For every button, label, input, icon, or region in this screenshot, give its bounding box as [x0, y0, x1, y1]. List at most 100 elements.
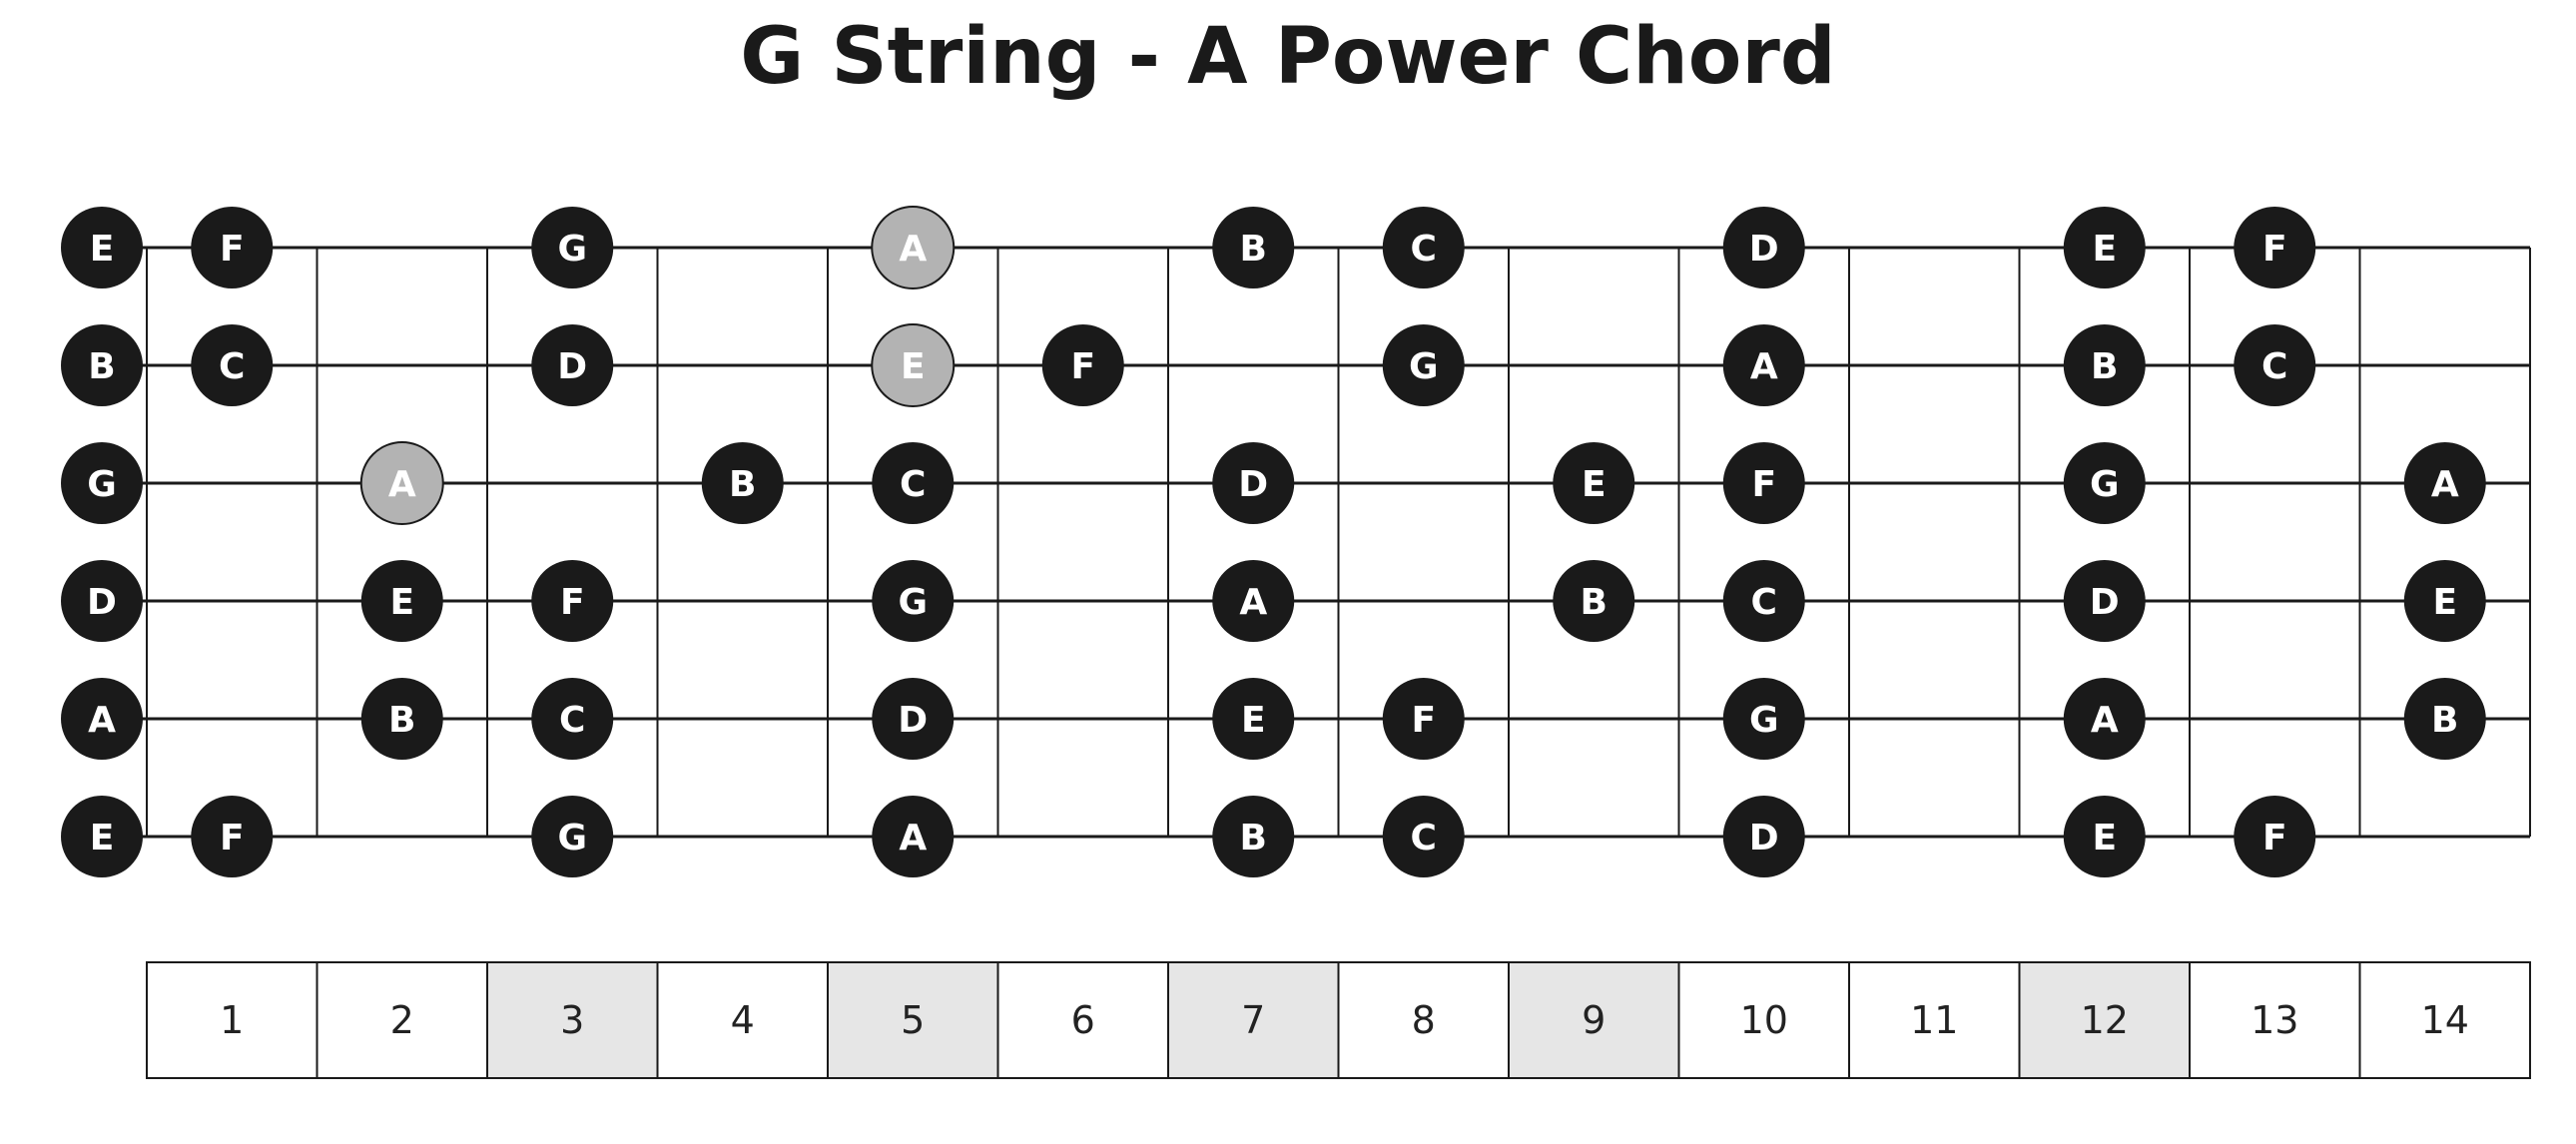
note-label: G [2090, 464, 2120, 505]
note-marker: D [2063, 560, 2146, 642]
fret-number: 7 [1241, 998, 1265, 1042]
note-label: G [1409, 346, 1439, 387]
note-marker: E [1212, 678, 1295, 760]
note-marker: G [1382, 324, 1465, 406]
note-label: E [2092, 818, 2117, 858]
note-label: A [1239, 582, 1267, 623]
note-label: B [388, 700, 415, 741]
fret-number: 3 [560, 998, 584, 1042]
note-dot [1722, 796, 1805, 877]
note-label: G [557, 818, 587, 858]
note-dot [1382, 678, 1465, 760]
note-label: D [1749, 229, 1779, 270]
note-marker: F [191, 207, 274, 288]
note-marker: B [1212, 796, 1295, 877]
fret-number: 5 [901, 998, 925, 1042]
note-label: E [1241, 700, 1266, 741]
note-marker: C [191, 324, 274, 406]
note-marker: G [872, 560, 955, 642]
note-dot [1553, 560, 1635, 642]
note-marker: B [701, 442, 784, 524]
note-label: A [899, 818, 927, 858]
note-label: F [2262, 818, 2287, 858]
note-label: E [1582, 464, 1607, 505]
note-dot [360, 560, 443, 642]
note-marker: G [1722, 678, 1805, 760]
note-marker: A [872, 796, 955, 877]
fret-number: 10 [1740, 998, 1788, 1042]
note-dot [1041, 324, 1124, 406]
note-dot [1722, 678, 1805, 760]
note-dot [2234, 324, 2316, 406]
fret-number: 2 [390, 998, 414, 1042]
note-dot [191, 324, 274, 406]
fret-number: 11 [1910, 998, 1958, 1042]
note-marker: A [61, 678, 143, 760]
note-marker: A [1212, 560, 1295, 642]
note-dot [2063, 442, 2146, 524]
note-marker: E [360, 560, 443, 642]
note-label: F [220, 229, 245, 270]
fret-number-cell [2358, 961, 2531, 1079]
note-dot [61, 560, 143, 642]
note-dot [2063, 678, 2146, 760]
note-marker: A [2403, 442, 2486, 524]
note-dot [2403, 678, 2486, 760]
note-label: A [2431, 464, 2459, 505]
note-label: B [729, 464, 756, 505]
note-label: C [1411, 229, 1437, 270]
note-marker: F [2234, 796, 2316, 877]
note-marker: B [2063, 324, 2146, 406]
diagram-title: G String - A Power Chord [740, 12, 1836, 102]
note-dot [871, 323, 956, 407]
fret-number-cell [996, 961, 1169, 1079]
fret-number-cell [486, 961, 659, 1079]
note-label: E [389, 582, 414, 623]
note-marker: G [2063, 442, 2146, 524]
note-marker: B [61, 324, 143, 406]
note-label: A [899, 229, 927, 270]
note-dot [2063, 207, 2146, 288]
fret-number-cell [656, 961, 829, 1079]
note-marker: F [191, 796, 274, 877]
fret-number-cell [1508, 961, 1680, 1079]
note-label: F [1070, 346, 1095, 387]
note-marker: G [531, 207, 614, 288]
note-marker: C [872, 442, 955, 524]
note-dot [531, 678, 614, 760]
note-marker: B [2403, 678, 2486, 760]
fret-number-cell [1167, 961, 1340, 1079]
fret-number: 9 [1582, 998, 1606, 1042]
note-label: C [1411, 818, 1437, 858]
note-dot [2234, 796, 2316, 877]
note-dot [531, 796, 614, 877]
note-marker: F [1722, 442, 1805, 524]
note-dot [871, 206, 956, 289]
note-label: C [900, 464, 926, 505]
note-marker: E [61, 796, 143, 877]
note-label: C [219, 346, 245, 387]
note-dot [2063, 796, 2146, 877]
note-dot [2403, 560, 2486, 642]
note-label: A [2091, 700, 2119, 741]
note-marker: E [61, 207, 143, 288]
fret-number: 13 [2251, 998, 2298, 1042]
note-marker: B [1553, 560, 1635, 642]
note-marker: E [2403, 560, 2486, 642]
note-dot [1722, 442, 1805, 524]
chord-note-marker: A [359, 441, 444, 525]
note-marker: D [1212, 442, 1295, 524]
note-marker: C [1722, 560, 1805, 642]
note-dot [1382, 796, 1465, 877]
note-label: D [1749, 818, 1779, 858]
note-dot [2063, 324, 2146, 406]
note-marker: D [872, 678, 955, 760]
note-marker: C [1382, 796, 1465, 877]
fret-number: 4 [731, 998, 755, 1042]
note-dot [360, 678, 443, 760]
fret-number-cell [2018, 961, 2191, 1079]
note-label: G [557, 229, 587, 270]
note-dot [872, 678, 955, 760]
note-label: G [898, 582, 928, 623]
